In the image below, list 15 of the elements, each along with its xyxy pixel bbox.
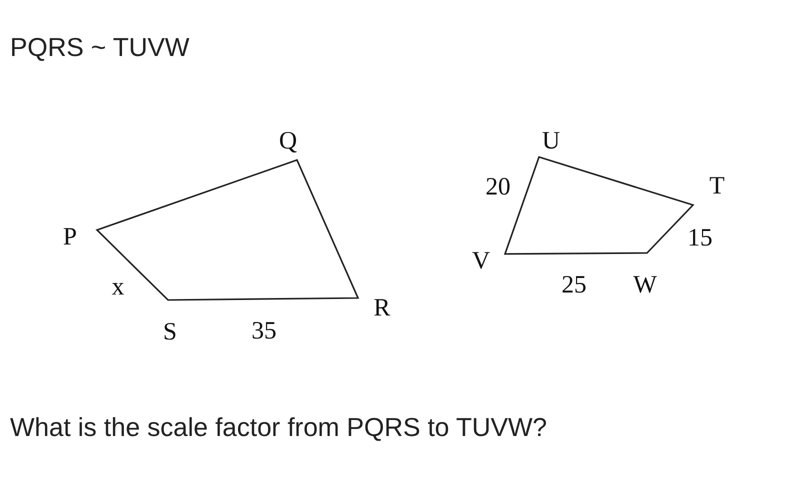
vertex-label: V xyxy=(472,248,490,274)
side-length: 35 xyxy=(252,318,276,344)
vertex-label: S xyxy=(163,320,177,344)
title: PQRS ~ TUVW xyxy=(10,32,190,63)
side-variable: x xyxy=(112,274,124,300)
vertex-label: Q xyxy=(278,128,298,154)
question-text: What is the scale factor from PQRS to TUVW? xyxy=(10,412,548,443)
vertex-label: R xyxy=(374,296,390,320)
side-length: 15 xyxy=(688,226,712,250)
vertex-label: P xyxy=(63,224,77,250)
side-length: 20 xyxy=(486,174,510,200)
vertex-label: W xyxy=(633,272,657,298)
side-length: 25 xyxy=(562,272,586,298)
vertex-label: T xyxy=(709,174,725,198)
vertex-label: U xyxy=(542,128,560,154)
